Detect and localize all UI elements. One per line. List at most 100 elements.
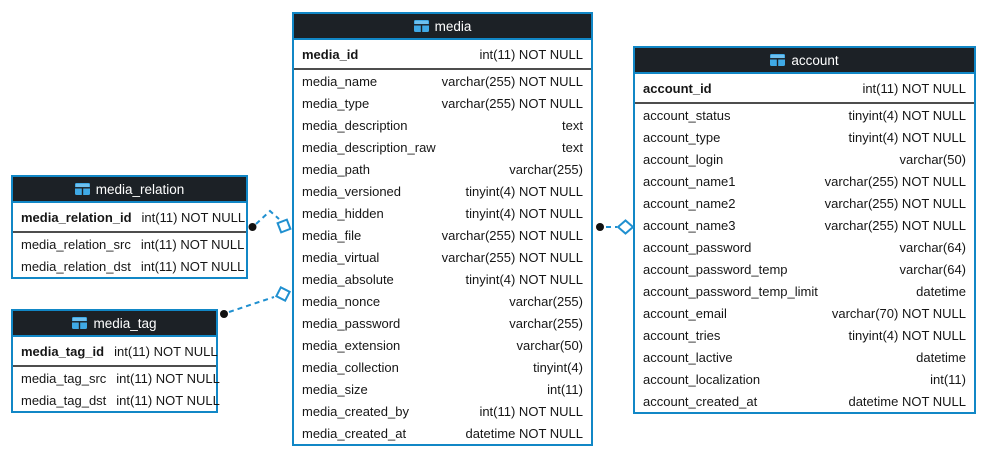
table-title: media	[434, 18, 472, 34]
relation-endpoint-dot	[248, 223, 257, 231]
column-type: int(11) NOT NULL	[140, 236, 245, 252]
column-row: account_name3 varchar(255) NOT NULL	[635, 214, 974, 236]
column-type: varchar(64)	[899, 239, 966, 255]
table-icon	[770, 54, 786, 66]
column-type: varchar(255)	[509, 293, 583, 309]
column-name: media_created_by	[302, 403, 409, 419]
column-type: tinyint(4) NOT NULL	[465, 205, 583, 221]
column-name: media_file	[302, 227, 362, 243]
column-name: account_name3	[643, 217, 736, 233]
column-type: varchar(255) NOT NULL	[824, 217, 966, 233]
column-row: media_hidden tinyint(4) NOT NULL	[294, 202, 591, 224]
column-row: account_lactive datetime	[635, 346, 974, 368]
column-type: varchar(255)	[509, 161, 583, 177]
column-row: account_password_temp varchar(64)	[635, 258, 974, 280]
column-name: account_id	[643, 80, 712, 96]
column-name: media_relation_id	[21, 209, 132, 225]
column-type: int(11) NOT NULL	[862, 80, 966, 96]
column-type: datetime	[916, 349, 966, 365]
table-media-relation-header[interactable]: media_relation	[13, 177, 246, 203]
table-media-header[interactable]: media	[294, 14, 591, 40]
column-row: media_size int(11)	[294, 378, 591, 400]
table-account-header[interactable]: account	[635, 48, 974, 74]
column-row: account_email varchar(70) NOT NULL	[635, 302, 974, 324]
column-type: varchar(64)	[899, 261, 966, 277]
column-type: int(11)	[930, 371, 966, 387]
primary-key-row: media_relation_id int(11) NOT NULL	[13, 203, 246, 231]
primary-key-section: account_id int(11) NOT NULL	[635, 74, 974, 104]
column-type: varchar(255) NOT NULL	[441, 249, 583, 265]
relation-diamond-marker	[616, 219, 635, 235]
table-title: account	[791, 52, 839, 68]
column-row: media_file varchar(255) NOT NULL	[294, 224, 591, 246]
column-type: varchar(70) NOT NULL	[831, 305, 966, 321]
table-icon	[72, 317, 88, 329]
column-type: text	[562, 139, 583, 155]
columns-section: account_status tinyint(4) NOT NULL account…	[635, 104, 974, 412]
table-account[interactable]: account account_id int(11) NOT NULL accou…	[633, 46, 976, 414]
relation-diamond-marker	[274, 285, 292, 303]
column-type: datetime NOT NULL	[848, 393, 966, 409]
table-media-relation[interactable]: media_relation media_relation_id int(11) …	[11, 175, 248, 279]
column-type: datetime NOT NULL	[465, 425, 583, 441]
column-type: varchar(255) NOT NULL	[441, 227, 583, 243]
column-name: media_size	[302, 381, 368, 397]
column-type: int(11) NOT NULL	[141, 209, 246, 225]
column-type: int(11) NOT NULL	[479, 403, 583, 419]
column-name: media_hidden	[302, 205, 384, 221]
relation-endpoint-dot	[596, 223, 604, 231]
column-name: media_name	[302, 73, 378, 89]
table-title: media_tag	[93, 315, 157, 331]
column-name: media_relation_src	[21, 236, 131, 252]
relation-endpoint-dot	[220, 310, 228, 318]
column-name: media_password	[302, 315, 401, 331]
column-type: tinyint(4) NOT NULL	[848, 107, 966, 123]
column-name: account_name1	[643, 173, 736, 189]
column-type: varchar(255) NOT NULL	[824, 173, 966, 189]
column-name: account_email	[643, 305, 727, 321]
column-type: tinyint(4) NOT NULL	[465, 183, 583, 199]
column-name: media_id	[302, 46, 359, 62]
column-type: datetime	[916, 283, 966, 299]
column-type: tinyint(4)	[533, 359, 583, 375]
column-name: media_tag_dst	[21, 392, 107, 408]
column-name: account_status	[643, 107, 731, 123]
column-type: int(11)	[547, 381, 583, 397]
column-row: account_name1 varchar(255) NOT NULL	[635, 170, 974, 192]
column-name: account_created_at	[643, 393, 758, 409]
column-type: int(11) NOT NULL	[140, 258, 245, 274]
column-name: media_absolute	[302, 271, 394, 287]
column-type: varchar(50)	[899, 151, 966, 167]
column-name: account_password_temp	[643, 261, 788, 277]
column-name: media_extension	[302, 337, 401, 353]
column-row: media_created_by int(11) NOT NULL	[294, 400, 591, 422]
column-name: media_tag_src	[21, 370, 107, 386]
table-media-tag-header[interactable]: media_tag	[13, 311, 216, 337]
column-name: account_lactive	[643, 349, 733, 365]
